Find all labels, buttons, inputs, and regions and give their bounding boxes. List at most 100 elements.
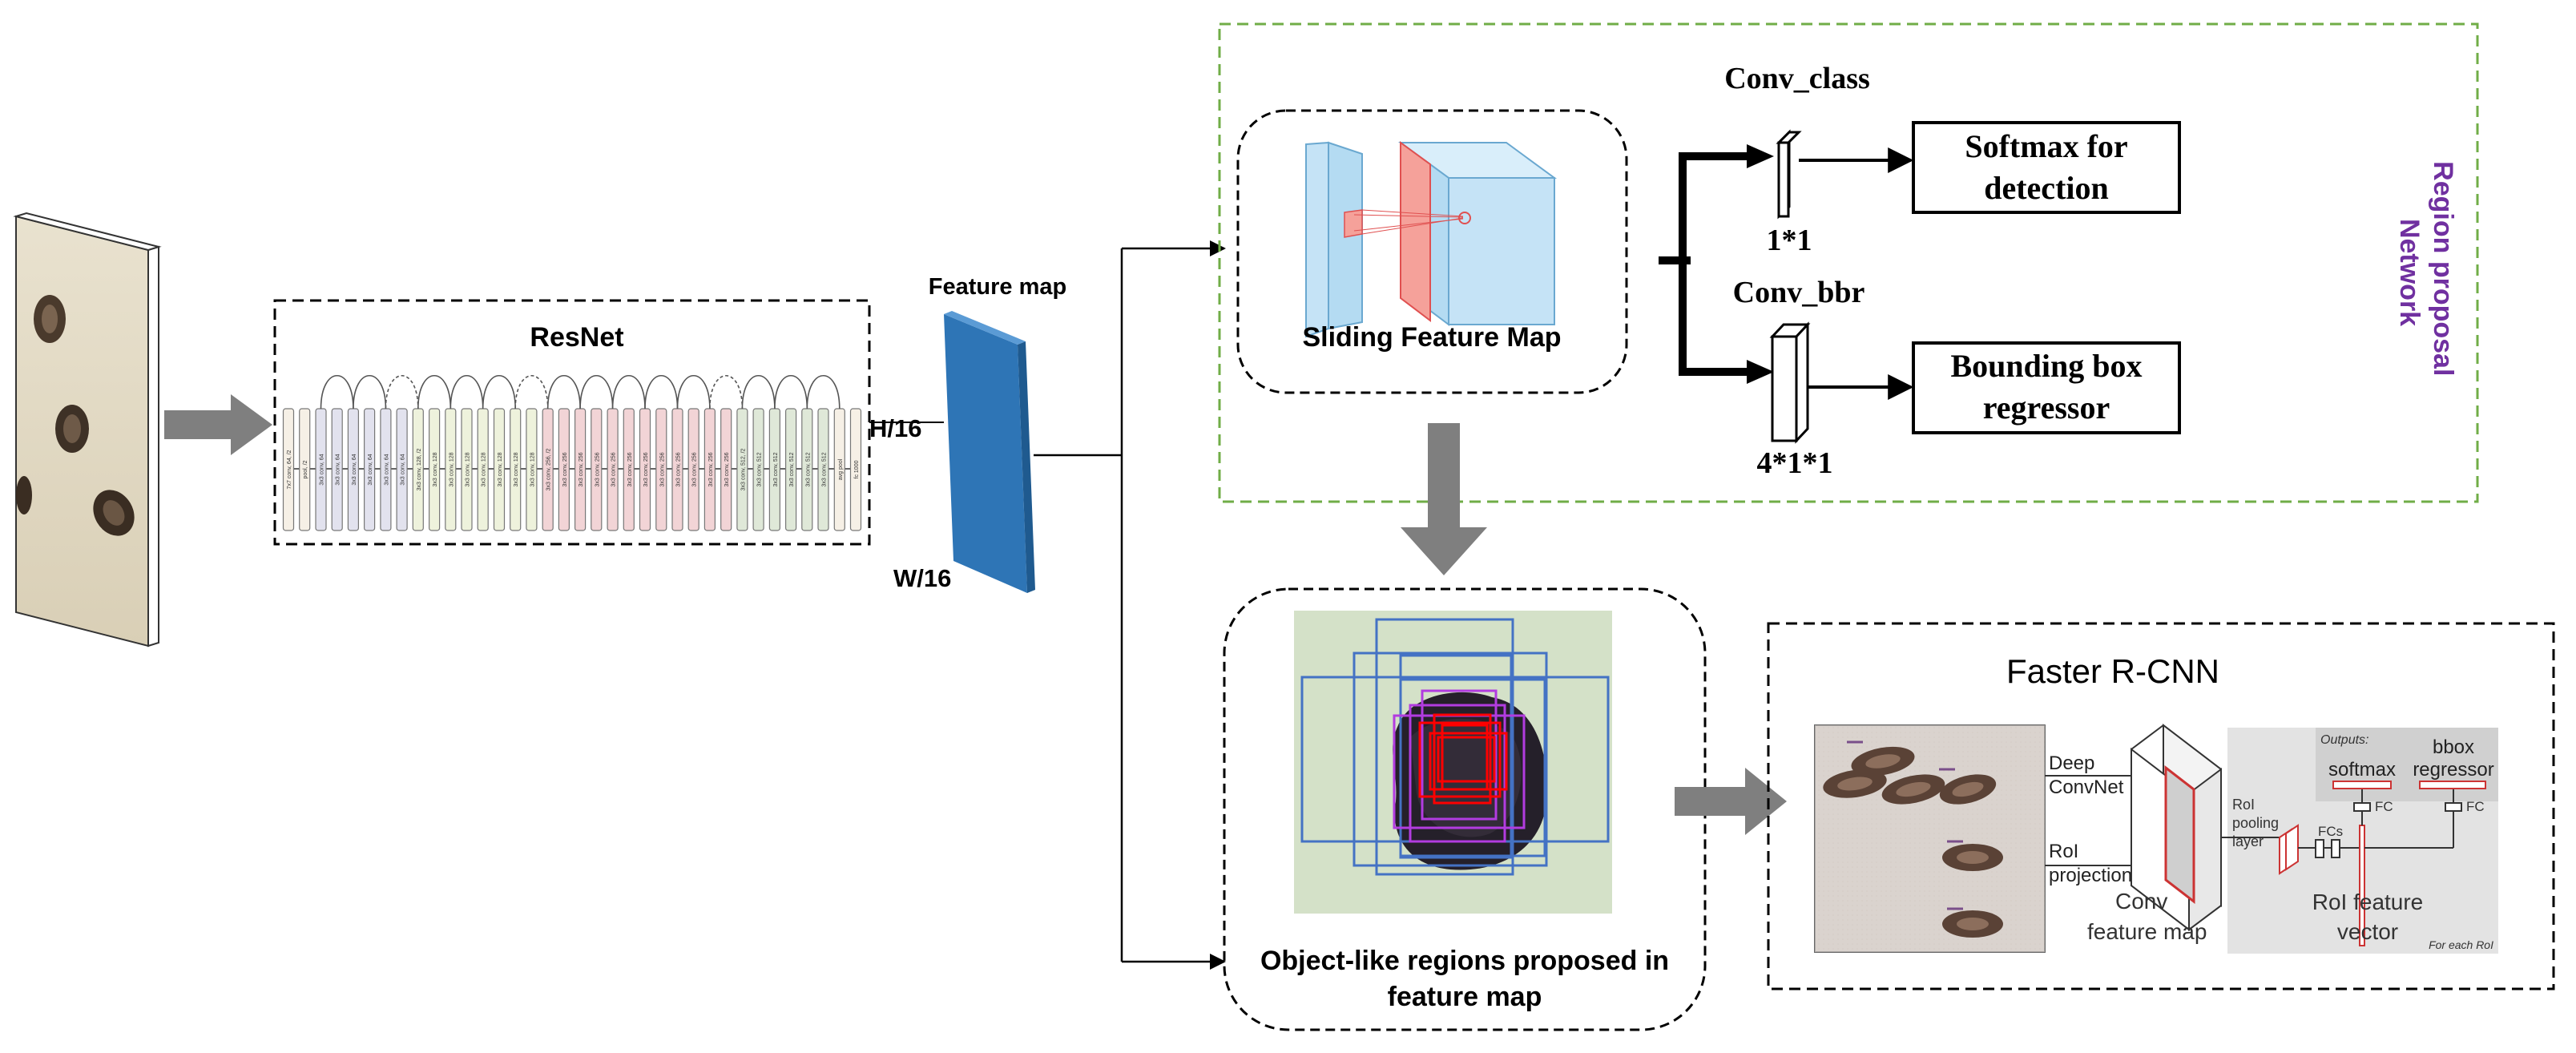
resnet-layer-label: 3x3 conv, 64 [384, 454, 389, 485]
anchor-box [1375, 618, 1514, 876]
roi-pooling-line3: layer [2232, 833, 2264, 849]
fc-bbox [2445, 802, 2462, 812]
roi-projection-line2: projection [2049, 865, 2132, 886]
resnet-layer-label: 3x3 conv, 64 [368, 454, 373, 485]
resnet-layer [282, 408, 295, 531]
sliding-feature-map-label: Sliding Feature Map [1302, 322, 1561, 353]
rpn-title: Region proposal Network [2394, 161, 2458, 384]
skip-connection [774, 375, 808, 410]
anchor-box [1409, 704, 1506, 843]
resnet-layer-label: 3x3 conv, 64 [336, 454, 341, 485]
resnet-layer-label: 3x3 conv, 512, /2 [740, 448, 746, 490]
anchor-box [1353, 652, 1548, 867]
proposals-caption-line1: Object-like regions proposed in [1260, 946, 1669, 976]
fc-b-label: FC [2466, 799, 2485, 814]
rpn-region [1218, 22, 2479, 503]
fc-a-label: FC [2375, 799, 2393, 814]
resnet-layer-label: 3x3 conv, 128 [530, 452, 535, 486]
anchor-box [1441, 724, 1489, 791]
rpn-title-text: Region proposal Network [2394, 161, 2458, 384]
softmax-label-line1: Softmax for [1965, 128, 2127, 164]
bbox-regressor-box [1912, 341, 2181, 434]
resnet-layer-label: 3x3 conv, 256, /2 [546, 448, 552, 490]
sliding-feature-map-box [1236, 109, 1628, 394]
skip-connection [579, 375, 614, 410]
sliding-window-slice [1400, 141, 1431, 323]
resnet-layer [784, 408, 797, 531]
resnet-layer [849, 408, 862, 531]
resnet-layer-label: 3x3 conv, 512 [822, 452, 828, 486]
skip-connection [806, 375, 841, 410]
resnet-layer-label: 3x3 conv, 128, /2 [417, 448, 422, 490]
flow-arrow-to-faster-rcnn [1675, 768, 1787, 835]
resnet-layer-label: 3x3 conv, 128 [466, 452, 471, 486]
resnet-layer [299, 408, 311, 531]
resnet-layer [364, 408, 376, 531]
roi-pooling-line1: RoI [2232, 797, 2255, 813]
roi-pool-block [2279, 824, 2299, 875]
resnet-layer [526, 408, 538, 531]
resnet-layer [591, 408, 603, 531]
resnet-layer [558, 408, 570, 531]
faster-rcnn-title: Faster R-CNN [2006, 652, 2219, 690]
skip-connection [709, 375, 744, 410]
skip-connection [741, 375, 776, 410]
resnet-layer-label: 3x3 conv, 256 [595, 452, 600, 486]
anchor-box [1421, 689, 1498, 821]
resnet-layer-label: pool, /2 [303, 460, 308, 478]
conv-bbr-layer [1769, 321, 1811, 444]
skip-connection [676, 375, 711, 410]
roi-projection-line1: RoI [2049, 841, 2078, 862]
faster-rcnn-box [1767, 622, 2555, 990]
bbox-label-line2: regressor [1983, 389, 2110, 426]
proposals-image [1294, 611, 1612, 914]
resnet-title: ResNet [530, 322, 623, 353]
sliding-window-illustration [1305, 141, 1558, 338]
feature-map-width: W/16 [893, 564, 951, 592]
resnet-layer [720, 408, 732, 531]
resnet-layer-label: 3x3 conv, 256 [611, 452, 617, 486]
resnet-layer-label: 3x3 conv, 256 [724, 452, 730, 486]
resnet-layer-label: 3x3 conv, 64 [401, 454, 406, 485]
fcs-label: FCs [2318, 824, 2343, 839]
for-each-roi-label: For each RoI [2429, 938, 2493, 951]
bbox-label-line1: Bounding box [1950, 348, 2142, 384]
resnet-layer-label: 3x3 conv, 64 [352, 454, 357, 485]
resnet-layer-label: 3x3 conv, 512 [789, 452, 795, 486]
resnet-layer-label: 3x3 conv, 128 [449, 452, 454, 486]
resnet-layer-label: 3x3 conv, 256 [578, 452, 584, 486]
conv-feature-map-line2: feature map [2087, 919, 2207, 944]
resnet-layer-label: 3x3 conv, 512 [757, 452, 763, 486]
resnet-layer [817, 408, 829, 531]
resnet-layer-label: 3x3 conv, 512 [805, 452, 811, 486]
bbox-output [2419, 781, 2486, 789]
fc-softmax [2353, 802, 2371, 812]
feature-map-title: Feature map [929, 274, 1066, 300]
flow-arrow-to-resnet [164, 394, 272, 455]
resnet-layer [428, 408, 441, 531]
flow-arrow-down [1401, 423, 1487, 575]
resnet-layer [396, 408, 408, 531]
resnet-layer-label: 3x3 conv, 128 [482, 452, 487, 486]
feature-map-height: H/16 [869, 414, 921, 442]
resnet-layer-label: 3x3 conv, 512 [773, 452, 779, 486]
skip-connection [644, 375, 679, 410]
resnet-layer-label: 3x3 conv, 256 [659, 452, 665, 486]
bbox-head-line1: bbox [2433, 736, 2474, 758]
resnet-layer-label: 3x3 conv, 256 [708, 452, 714, 486]
deep-convnet-line1: Deep [2049, 752, 2094, 774]
resnet-layer [655, 408, 667, 531]
resnet-layer [752, 408, 764, 531]
fc-layer-2 [2331, 839, 2340, 858]
anchor-box [1433, 713, 1492, 805]
feature-map-connectors [1034, 240, 1226, 970]
resnet-layer-label: 3x3 conv, 128 [433, 452, 438, 486]
resnet-layer-label: fc 1000 [854, 460, 860, 478]
anchor-box [1399, 678, 1546, 857]
softmax-head-label: softmax [2328, 759, 2396, 781]
anchor-boxes [1300, 618, 1610, 876]
anchor-box [1437, 736, 1496, 783]
resnet-layer-label: 3x3 conv, 256 [675, 452, 681, 486]
